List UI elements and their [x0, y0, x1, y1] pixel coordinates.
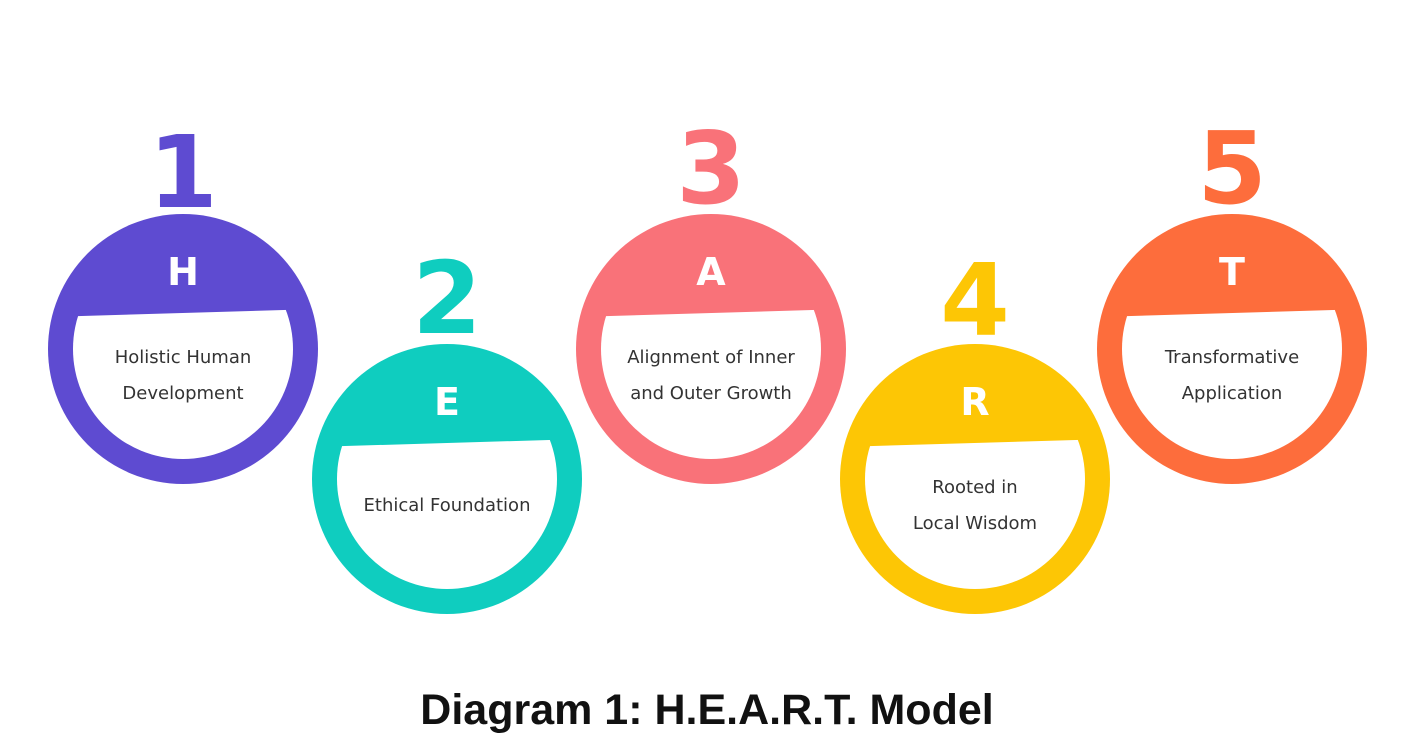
step-letter-t: T	[1219, 250, 1245, 294]
step-number-2: 2	[412, 240, 482, 357]
heart-step-r: 4R Rooted in Local Wisdom	[840, 242, 1110, 614]
step-inner-panel-4	[865, 439, 1085, 589]
step-number-1: 1	[148, 114, 218, 231]
step-number-5: 5	[1197, 110, 1267, 227]
step-inner-panel-2	[337, 439, 557, 589]
step-description-line: Ethical Foundation	[364, 495, 531, 516]
step-letter-h: H	[167, 250, 199, 294]
step-letter-r: R	[960, 380, 989, 424]
step-description-line: Application	[1182, 383, 1283, 404]
step-description-line: and Outer Growth	[630, 383, 792, 404]
heart-step-e: 2E Ethical Foundation	[312, 240, 582, 614]
step-description-line: Rooted in	[932, 477, 1017, 498]
heart-step-a: 3A Alignment of Inner and Outer Growth	[576, 110, 846, 484]
step-description-line: Local Wisdom	[913, 513, 1037, 534]
step-description-line: Development	[122, 383, 243, 404]
step-letter-e: E	[434, 380, 460, 424]
step-description-line: Holistic Human	[115, 347, 252, 368]
step-number-4: 4	[940, 242, 1010, 359]
step-letter-a: A	[696, 250, 726, 294]
step-description-line: Transformative	[1164, 347, 1299, 368]
diagram-caption: Diagram 1: H.E.A.R.T. Model	[420, 686, 994, 734]
step-inner-panel-1	[73, 309, 293, 459]
step-inner-panel-5	[1122, 309, 1342, 459]
step-number-3: 3	[676, 110, 746, 227]
step-inner-panel-3	[601, 309, 821, 459]
step-description-line: Alignment of Inner	[627, 347, 795, 368]
